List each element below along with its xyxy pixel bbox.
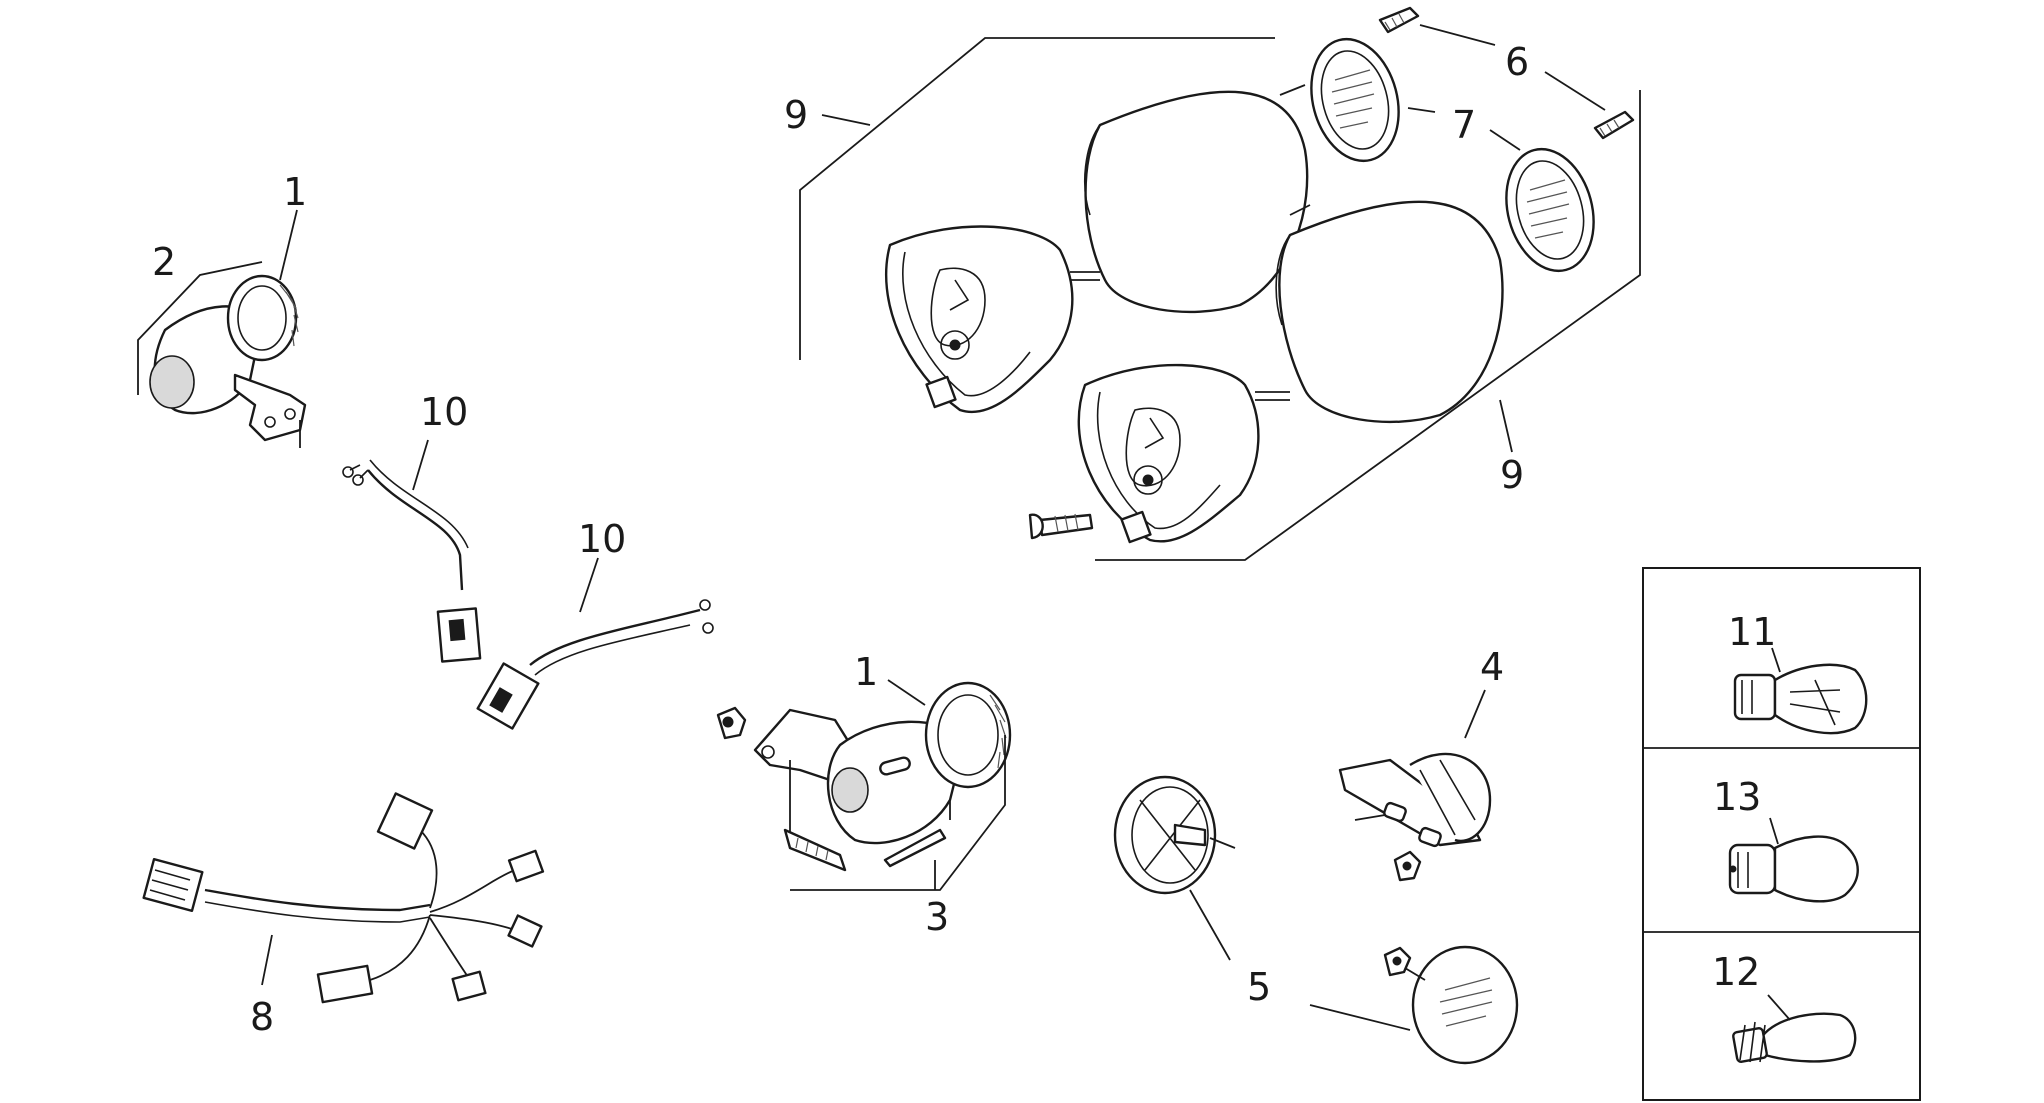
cable-10-lower-wire bbox=[529, 608, 701, 666]
lamp-ring-3 bbox=[924, 681, 1012, 789]
harness-main-connector bbox=[142, 858, 204, 912]
callout-3: 3 bbox=[925, 895, 949, 939]
turn-signal-right-assembly: 1 3 bbox=[716, 650, 1012, 939]
callout-7: 7 bbox=[1452, 103, 1476, 147]
plate-light-hood bbox=[1409, 752, 1492, 843]
terminal-b bbox=[507, 914, 543, 948]
tail-light-assembly-9: 9 9 6 7 bbox=[784, 6, 1641, 561]
callout-12: 12 bbox=[1712, 950, 1760, 994]
terminal-a bbox=[507, 849, 545, 883]
callout-4: 4 bbox=[1480, 645, 1504, 689]
leader-9a bbox=[821, 114, 871, 126]
callout-9a: 9 bbox=[784, 93, 808, 137]
lamp-lens-highlight bbox=[149, 355, 195, 409]
housing-upper bbox=[885, 225, 1074, 413]
callout-11: 11 bbox=[1728, 610, 1776, 654]
leader-9b bbox=[1499, 399, 1513, 453]
housing-lower bbox=[1077, 363, 1260, 543]
screw-3a bbox=[783, 828, 847, 872]
screw-6a bbox=[1378, 6, 1420, 34]
bulbs-panel: 11 13 12 bbox=[1642, 567, 1921, 1101]
screw-3b bbox=[883, 828, 947, 868]
callout-10a: 10 bbox=[420, 390, 468, 434]
leader-5a bbox=[1189, 889, 1231, 961]
leader-2 bbox=[137, 261, 263, 395]
lens-lower-9 bbox=[1278, 200, 1504, 424]
leader-6b bbox=[1544, 71, 1606, 111]
callout-5: 5 bbox=[1247, 965, 1271, 1009]
cable-10-upper-wire bbox=[367, 469, 464, 591]
wiring-harness-8: 8 bbox=[142, 792, 545, 1039]
turn-signal-left-assembly: 1 2 bbox=[137, 170, 307, 448]
terminal-c bbox=[451, 970, 487, 1002]
leader-5b bbox=[1309, 1004, 1411, 1031]
cable-10-lower: 10 bbox=[476, 517, 714, 730]
bulb-11: 11 bbox=[1728, 610, 1868, 735]
bulb-12: 12 bbox=[1712, 950, 1857, 1063]
callout-8: 8 bbox=[250, 995, 274, 1039]
leader-7a bbox=[1407, 107, 1436, 113]
callout-1a: 1 bbox=[283, 170, 307, 214]
harness-connector-bottom bbox=[316, 964, 374, 1004]
callout-10b: 10 bbox=[578, 517, 626, 561]
harness-trunk bbox=[204, 888, 431, 912]
leader-1b bbox=[887, 679, 926, 706]
leader-6a bbox=[1419, 24, 1496, 46]
mount-bracket-1 bbox=[233, 373, 307, 442]
leader-7b bbox=[1489, 129, 1521, 151]
leader-3-bracket bbox=[790, 735, 1006, 891]
leader-1a bbox=[279, 209, 298, 281]
leader-10a bbox=[412, 439, 429, 491]
cable-10-upper: 10 bbox=[342, 390, 482, 663]
callout-1b: 1 bbox=[854, 650, 878, 694]
lens-upper-9 bbox=[1084, 90, 1309, 314]
bracket-9-bottom bbox=[1095, 90, 1641, 561]
reflector-assembly-5: 5 bbox=[1113, 775, 1519, 1065]
leader-8 bbox=[261, 934, 273, 986]
lamp-ring-1 bbox=[226, 274, 298, 362]
bulbs-panel-frame bbox=[1642, 567, 1921, 1101]
plate-light-assembly-4: 4 bbox=[1338, 645, 1504, 882]
bracket-9-top bbox=[799, 37, 1275, 360]
callout-6: 6 bbox=[1505, 40, 1529, 84]
callout-9b: 9 bbox=[1500, 453, 1524, 497]
callout-13: 13 bbox=[1713, 775, 1761, 819]
reflector-ring-7a bbox=[1310, 37, 1400, 163]
plate-light-bracket bbox=[1338, 758, 1482, 847]
bulb-13: 13 bbox=[1713, 775, 1859, 903]
reflector-ring-7b bbox=[1505, 147, 1595, 273]
harness-connector-top bbox=[376, 792, 434, 850]
callout-2: 2 bbox=[152, 240, 176, 284]
leader-4 bbox=[1464, 689, 1486, 739]
screw-6b bbox=[1593, 110, 1635, 140]
leader-10b bbox=[579, 557, 599, 613]
reflector-5b bbox=[1411, 945, 1519, 1065]
